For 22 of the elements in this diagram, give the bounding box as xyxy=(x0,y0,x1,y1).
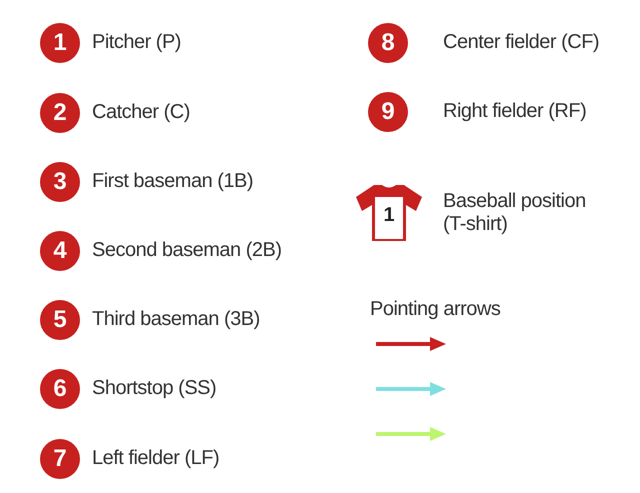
position-name: Pitcher (P) xyxy=(92,31,181,54)
number-badge: 9 xyxy=(368,92,408,132)
position-name: Right fielder (RF) xyxy=(443,100,586,123)
position-name: Left fielder (LF) xyxy=(92,447,220,470)
number-badge: 8 xyxy=(368,23,408,63)
section-heading: Pointing arrows xyxy=(370,298,500,321)
position-name: Shortstop (SS) xyxy=(92,377,216,400)
shirt-number: 1 xyxy=(383,204,395,226)
number-badge: 6 xyxy=(40,369,80,409)
number-badge: 1 xyxy=(40,23,80,63)
position-name: Second baseman (2B) xyxy=(92,239,282,262)
number-badge: 2 xyxy=(40,93,80,133)
number-badge: 7 xyxy=(40,439,80,479)
position-name: Third baseman (3B) xyxy=(92,308,260,331)
t-shirt-icon xyxy=(354,183,424,243)
number-badge: 4 xyxy=(40,231,80,271)
position-name: First baseman (1B) xyxy=(92,170,254,193)
position-name: Center fielder (CF) xyxy=(443,31,600,54)
number-badge: 5 xyxy=(40,300,80,340)
position-name: Catcher (C) xyxy=(92,101,190,124)
number-badge: 3 xyxy=(40,162,80,202)
position-name: Baseball position (T-shirt) xyxy=(443,190,587,236)
